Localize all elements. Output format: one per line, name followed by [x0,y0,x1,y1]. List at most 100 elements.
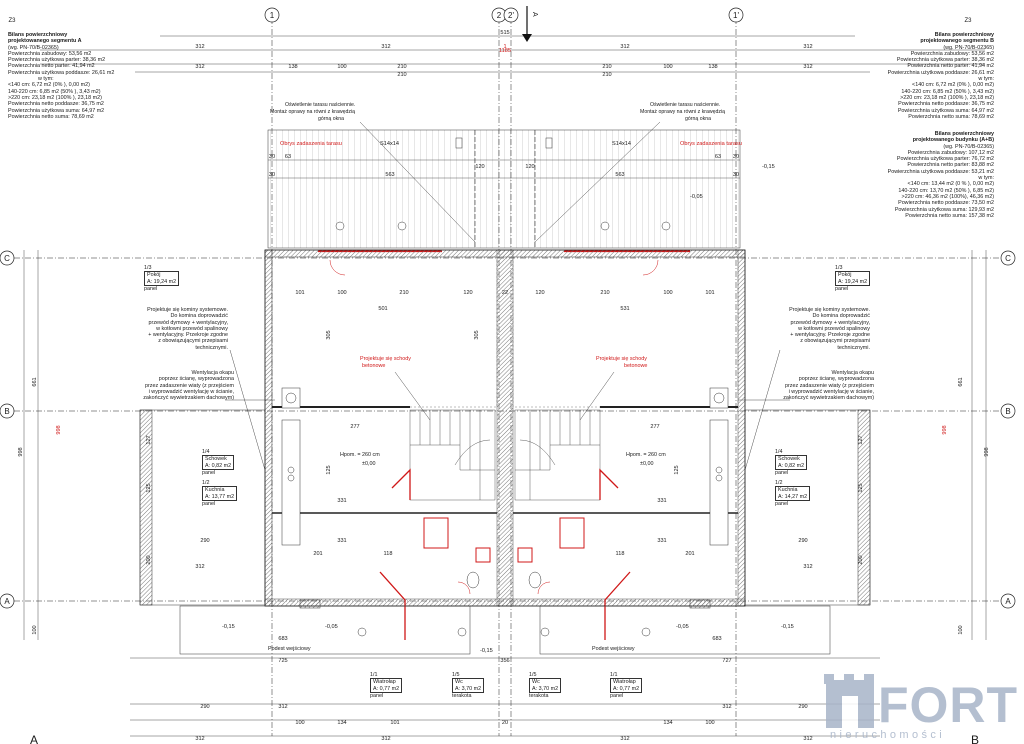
stairs-right [514,409,601,501]
note-line: technicznymi. [195,344,228,351]
corner-label-br: B [971,733,979,744]
note-line: + wentylacyjny. Przekroje zgodne [790,332,870,339]
wc-fixtures [423,517,585,563]
note-line: poprzez ścianę, wyprowadzona [158,376,234,383]
lighting-note-right-2: Montaż oprawy na równi z krawędzią [640,109,725,115]
note-line: w kotłowni przewód spalinowy [798,325,870,332]
lighting-note-right-1: Oświetlenie tarasu naściennie. [650,102,720,108]
balance-ab-line: Powierzchnia netto parter: 83,88 m2 [907,162,994,169]
note-line: przewód dymowy + wentylacyjny, [148,319,228,326]
dim-top3-b: 210 [602,72,611,78]
room-name: Pokój [147,272,161,279]
bottom-dimension-lines [130,657,880,737]
room-area: A: 19,24 m2 [838,278,868,285]
dim-red-top: 1185 [499,48,511,54]
balance-ab-line: Powierzchnia użytkowa suma: 129,93 m2 [894,206,994,213]
height-note-right: Hpom. = 260 cm [626,452,666,458]
note-line: Wentylacja okapu [831,370,874,376]
note-line: technicznymi. [837,344,870,351]
balance-b-line: projektowanego segmentu B [920,38,994,45]
room-name: Kuchnia [205,487,225,494]
room-floor: terakota [529,692,549,699]
room-floor: panel [610,692,624,699]
dim-vert-a: 305 [326,330,332,339]
note-line: i wyprowadzić wentylację w ścianie, [788,388,874,395]
stairs-note-left-2: betonowe [362,363,385,369]
room-label: 1/5 Wc A: 3,70 m2 terakota [452,672,485,699]
building-walls [264,249,746,607]
room-floor: panel [202,500,216,507]
stairs-note-right-1: Projektuje się schody [596,356,647,362]
balance-b-line: Powierzchnia użytkowa parter: 38,36 m2 [896,57,994,64]
room-number: 1/2 [202,480,210,486]
wc-toilets [466,571,542,589]
dim-terrace2-d: 30 [733,172,739,178]
dim-bottom3-d: 312 [722,704,731,710]
room-name: Pokój [838,272,852,279]
dim-bottom4-b: 134 [337,720,346,726]
dim-terrace-b: 63 [285,154,291,160]
dim-top2-c: 210 [397,64,406,70]
balance-a-line: Powierzchnia użytkowa suma: 64,97 m2 [8,107,105,114]
chimney-note-left: Projektuje się kominy systemowe. Do komi… [128,307,228,351]
note-line: z obowiązującymi przepisami [800,338,870,345]
room-floor: panel [202,469,216,476]
terrace-size-right: S14x14 [612,141,631,147]
top-dimension-lines [40,35,985,73]
axis-label-1p: 1' [733,11,739,20]
dim-bottom2-a: 725 [278,658,287,664]
note-line: Do komina doprowadzić [812,313,870,320]
room-number: 1/5 [452,672,460,678]
note-line: zakończyć wywietrzakiem dachowym) [143,395,234,402]
dim-side-right-c: 200 [858,555,864,564]
balance-a-line: Bilans powierzchniowy [8,32,68,38]
balance-ab-line: Powierzchnia użytkowa parter: 76,72 m2 [896,156,994,163]
balance-ab-line: Powierzchnia zabudowy: 107,12 m2 [907,149,994,156]
dim-top2-f: 138 [708,64,717,70]
balance-a-line: <140 cm: 6,72 m2 (0% ), 0,00 m2) [8,82,90,89]
room-name: Wc [532,679,540,686]
balance-ab-line: 140-220 cm: 13,70 m2 (50% ), 6,85 m2) [898,187,994,194]
lighting-note-left-1: Oświetlenie tarasu naściennie. [285,102,355,108]
dim-bottom4-d: 20 [502,720,508,726]
fort-logo-emblem [824,674,874,728]
room-number: 1/4 [775,449,783,455]
dim-side-left-b: 661 [32,377,38,386]
balance-b-line: Powierzchnia użytkowa suma: 64,97 m2 [897,107,994,114]
balance-b-line: Powierzchnia zabudowy: 53,56 m2 [910,50,994,57]
room-area: A: 0,82 m2 [205,462,232,469]
dim-red-left: 998 [56,425,62,434]
room-area: A: 3,70 m2 [532,685,559,692]
dim-mid-b: 277 [650,424,659,430]
room-name: Wiatrołap [373,679,396,686]
dim-red-right: 998 [942,425,948,434]
balance-b-line: Powierzchnia użytkowa poddasze: 26,61 m2 [887,69,994,76]
dim-inner2-a: 501 [378,306,387,312]
axis-label-2p: 2' [508,11,514,20]
balance-b-line: Bilans powierzchniowy [934,32,994,38]
lighting-note-left-2: Montaż oprawy na równi z krawędzią [270,109,355,115]
dim-bottom4-f: 100 [705,720,714,726]
stairs-note-left-1: Projektuje się schody [360,356,411,362]
dim-inner-i: 101 [705,290,714,296]
dim-bottom1-b: 683 [712,636,721,642]
balance-a-line: Powierzchnia zabudowy: 53,56 m2 [8,50,92,57]
dim-side-right-e: 100 [958,625,964,634]
corner-label-bl: A [30,733,38,744]
dim-inner-g: 210 [600,290,609,296]
room-label: 1/5 Wc A: 3,70 m2 terakota [529,672,562,699]
dim-top-center: 1 [503,44,506,50]
balance-b-line: <140 cm: 6,72 m2 (0% ), 0,00 m2) [912,82,994,89]
terrace-size-left: S14x14 [380,141,399,147]
room-floor: terakota [452,692,472,699]
room-area: A: 0,77 m2 [373,685,400,692]
balance-ab-line: projektowanego budynku (A+B) [912,137,994,144]
terrace-edge-right: Obrys zadaszenia tarasu [680,141,742,147]
note-line: Do komina doprowadzić [170,313,228,320]
balance-ab: Bilans powierzchniowy projektowanego bud… [888,131,994,219]
room-number: 1/1 [370,672,378,678]
balance-a-line: Powierzchnia użytkowa parter: 38,36 m2 [8,57,106,64]
dim-kitchen-a: 331 [337,498,346,504]
balance-ab-line: w tym: [978,175,994,182]
